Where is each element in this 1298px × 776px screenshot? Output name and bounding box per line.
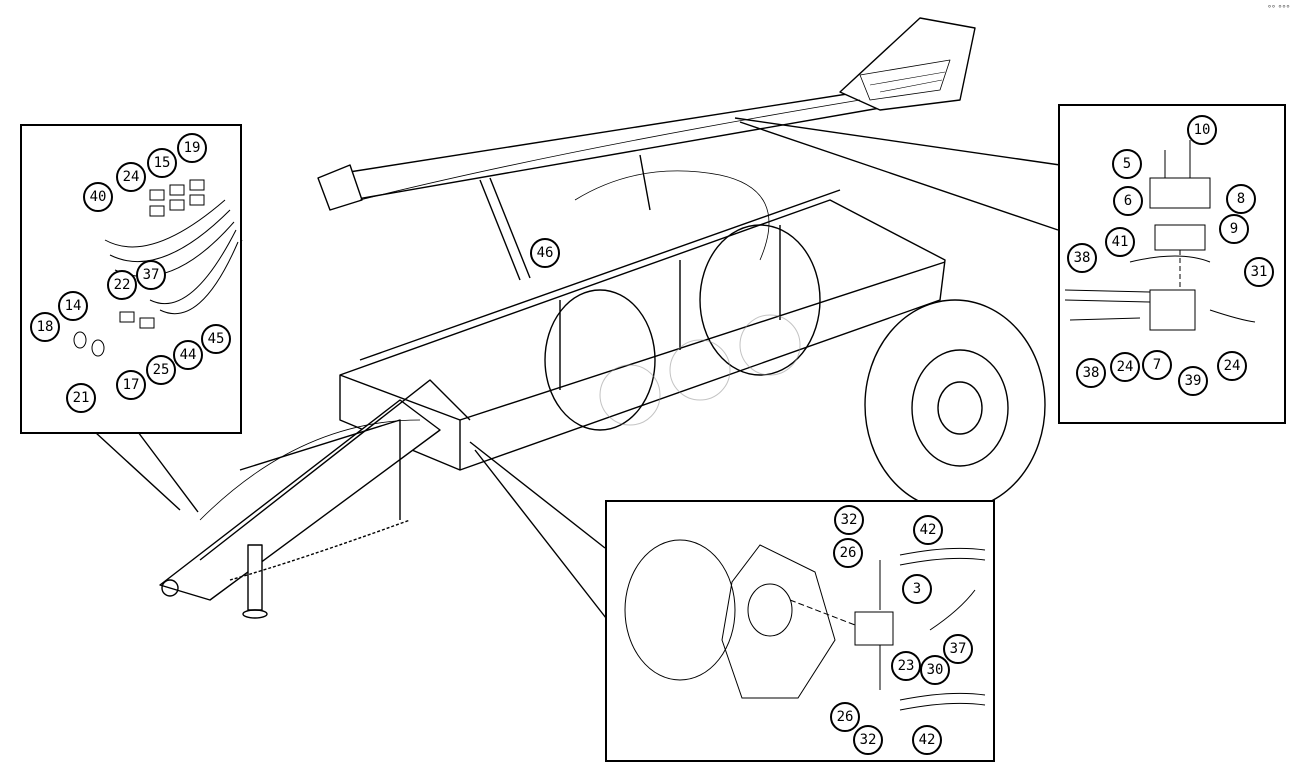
callout-46: 46 bbox=[530, 238, 560, 268]
callout-6: 6 bbox=[1113, 186, 1143, 216]
callout-37-bottom: 37 bbox=[943, 634, 973, 664]
callout-22: 22 bbox=[107, 270, 137, 300]
callout-24: 24 bbox=[116, 162, 146, 192]
callout-37: 37 bbox=[136, 260, 166, 290]
callout-42-top: 42 bbox=[913, 515, 943, 545]
callout-24-left: 24 bbox=[1110, 352, 1140, 382]
callout-14: 14 bbox=[58, 291, 88, 321]
callout-19: 19 bbox=[177, 133, 207, 163]
callout-32-top: 32 bbox=[834, 505, 864, 535]
callout-17: 17 bbox=[116, 370, 146, 400]
tire bbox=[864, 299, 1046, 511]
callout-38-top: 38 bbox=[1067, 243, 1097, 273]
callout-44: 44 bbox=[173, 340, 203, 370]
callout-26-bottom: 26 bbox=[830, 702, 860, 732]
callout-39: 39 bbox=[1178, 366, 1208, 396]
callout-31: 31 bbox=[1244, 257, 1274, 287]
corner-mark: °° °°° bbox=[1267, 4, 1290, 13]
callout-38-bottom: 38 bbox=[1076, 358, 1106, 388]
callout-45: 45 bbox=[201, 324, 231, 354]
callout-18: 18 bbox=[30, 312, 60, 342]
callout-9: 9 bbox=[1219, 214, 1249, 244]
callout-21: 21 bbox=[66, 383, 96, 413]
callout-42-bottom: 42 bbox=[912, 725, 942, 755]
callout-26-top: 26 bbox=[833, 538, 863, 568]
callout-15: 15 bbox=[147, 148, 177, 178]
callout-8: 8 bbox=[1226, 184, 1256, 214]
main-frame bbox=[339, 199, 946, 471]
callout-7: 7 bbox=[1142, 350, 1172, 380]
callout-24-right: 24 bbox=[1217, 351, 1247, 381]
callout-23: 23 bbox=[891, 651, 921, 681]
hitch-tongue bbox=[159, 399, 441, 601]
callout-3: 3 bbox=[902, 574, 932, 604]
callout-30: 30 bbox=[920, 655, 950, 685]
callout-32-bottom: 32 bbox=[853, 725, 883, 755]
callout-25: 25 bbox=[146, 355, 176, 385]
callout-41: 41 bbox=[1105, 227, 1135, 257]
callout-10: 10 bbox=[1187, 115, 1217, 145]
callout-40: 40 bbox=[83, 182, 113, 212]
callout-5: 5 bbox=[1112, 149, 1142, 179]
